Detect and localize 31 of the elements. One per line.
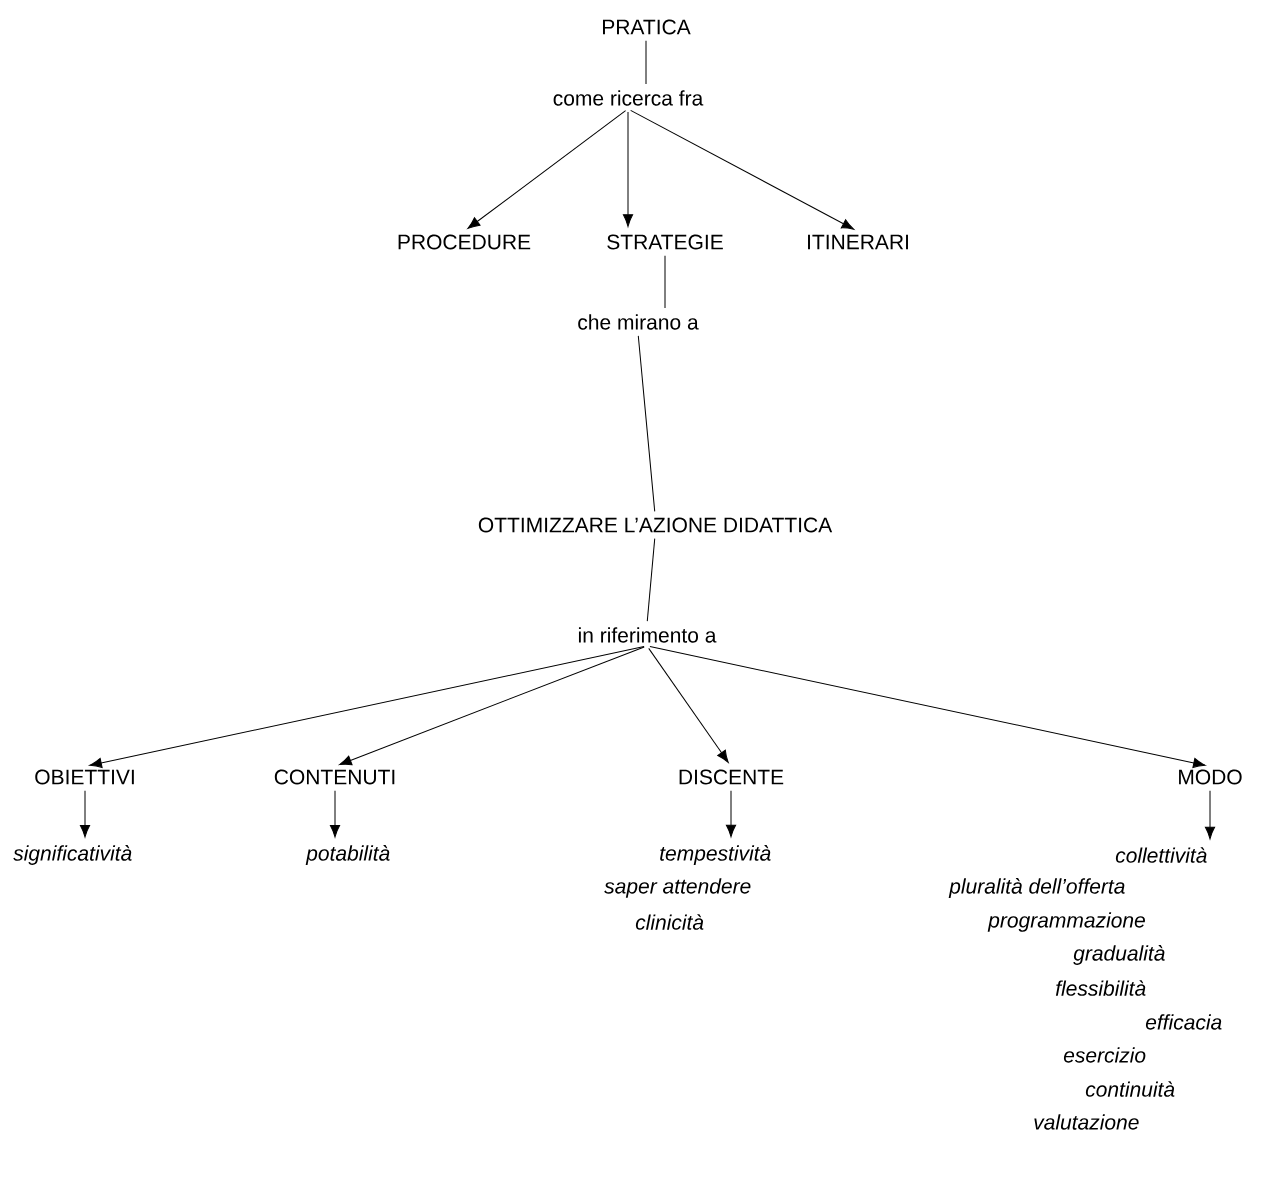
connector-line: [664, 255, 666, 309]
connector-line: [645, 40, 647, 85]
concept-label: ITINERARI: [808, 234, 908, 250]
arrow: [649, 646, 1206, 768]
arrow: [339, 646, 645, 766]
concept-label: PRATICA: [603, 19, 691, 35]
concept-label: STRATEGIE: [607, 234, 723, 250]
term-list: tempestività saper attendere clinicità: [604, 845, 771, 930]
arrow: [725, 790, 737, 838]
connector-line: [637, 335, 656, 512]
arrow: [329, 790, 341, 838]
concept-label: OBIETTIVI: [35, 769, 134, 785]
arrow: [622, 111, 634, 227]
arrow: [630, 109, 855, 230]
connector-line: [646, 538, 656, 622]
arrow: [467, 110, 627, 229]
concept-label: in riferimento a: [578, 627, 717, 643]
concept-label: PROCEDURE: [398, 234, 531, 250]
arrow: [648, 647, 729, 763]
concept-label: potabilità: [305, 845, 390, 865]
concept-label: DISCENTE: [679, 769, 784, 785]
concept-label: come ricerca fra: [553, 90, 704, 106]
concept-label: OTTIMIZZARE L’AZIONE DIDATTICA: [478, 517, 833, 533]
concept-label: che mirano a: [578, 314, 699, 330]
term-list: collettività pluralità dell’offerta programmazione gradualità flessibilità efficacia esercizio continuità valutazione: [948, 847, 1222, 1130]
concept-label: CONTENUTI: [274, 769, 395, 785]
arrow: [1204, 790, 1216, 840]
concept-label: significatività: [13, 845, 132, 865]
concept-label: MODO: [1179, 769, 1242, 785]
arrow: [89, 646, 645, 768]
arrow: [79, 790, 91, 838]
